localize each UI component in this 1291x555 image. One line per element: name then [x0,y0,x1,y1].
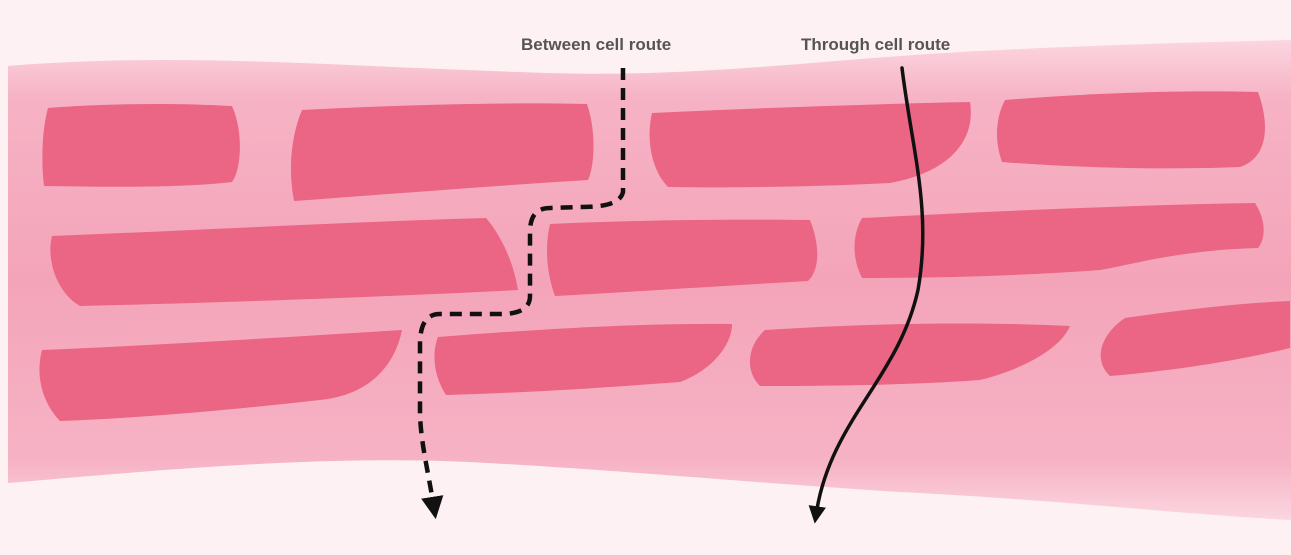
cell [997,91,1265,168]
cell [42,104,240,187]
between-cell-route-label: Between cell route [521,35,671,55]
through-cell-route-label: Through cell route [801,35,950,55]
